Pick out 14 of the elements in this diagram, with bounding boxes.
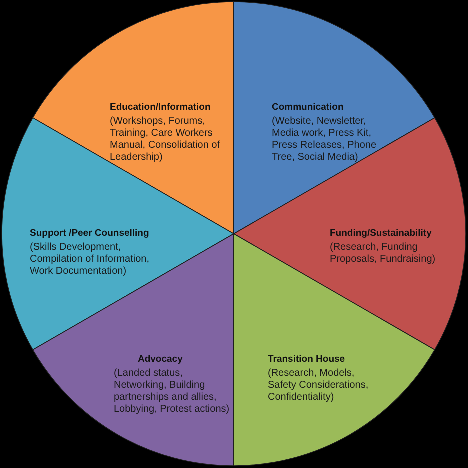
sector-description: (Skills Development, Compilation of Information, Work Documentation) bbox=[30, 242, 151, 278]
sector-heading: Support /Peer Counselling bbox=[30, 228, 150, 240]
sector-description: (Research, Models, Safety Considerations, Confidentiality) bbox=[268, 368, 370, 404]
sector-heading: Education/Information bbox=[110, 102, 211, 114]
sector-description: (Website, Newsletter, Media work, Press Kit, Press Releases, Phone Tree, Social Media) bbox=[272, 116, 378, 164]
pie-sector bbox=[234, 118, 466, 350]
sector-description: (Research, Funding Proposals, Fundraising) bbox=[330, 242, 437, 266]
sector-heading: Advocacy bbox=[138, 354, 183, 366]
sector-description: (Workshops, Forums, Training, Care Workers Manual, Consolidation of Leadership) bbox=[110, 116, 222, 164]
sector-description: (Landed status, Networking, Building partnerships and allies, Lobbying, Protest actions) bbox=[114, 368, 231, 416]
sector-heading: Communication bbox=[272, 102, 344, 114]
sector-heading: Transition House bbox=[268, 354, 346, 366]
pie-sector bbox=[2, 118, 234, 350]
sector-heading: Funding/Sustainability bbox=[330, 228, 432, 240]
